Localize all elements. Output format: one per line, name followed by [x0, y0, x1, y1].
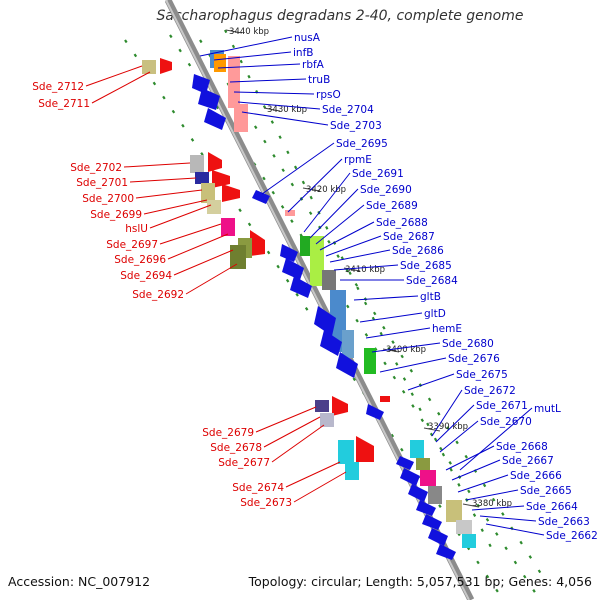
gene-label: Sde_2677	[218, 457, 270, 469]
gene-label: Sde_2712	[32, 81, 84, 93]
gene-label: Sde_2690	[360, 184, 412, 196]
dotted-guide-lines	[124, 29, 546, 600]
gene-label: Sde_2671	[476, 400, 528, 412]
gene-label: Sde_2666	[510, 470, 562, 482]
gene-label: Sde_2687	[383, 231, 435, 243]
gene-label: rpsO	[316, 89, 341, 101]
gene-label: Sde_2676	[448, 353, 500, 365]
gene-label: Sde_2662	[546, 530, 598, 542]
gene-label: truB	[308, 74, 330, 86]
gene-label: Sde_2679	[202, 427, 254, 439]
gene-label: Sde_2668	[496, 441, 548, 453]
gene-label: Sde_2700	[82, 193, 134, 205]
gene-label: Sde_2704	[322, 104, 374, 116]
gene-label: Sde_2688	[376, 217, 428, 229]
reverse-strand-genes	[142, 58, 374, 480]
gene-label: hemE	[432, 323, 462, 335]
gene-label: Sde_2699	[90, 209, 142, 221]
gene-label: Sde_2686	[392, 245, 444, 257]
gene-label: hslU	[125, 223, 148, 235]
reverse-gene-labels: Sde_2712 Sde_2711 Sde_2702 Sde_2701 Sde_…	[32, 81, 292, 509]
gene-label: Sde_2663	[538, 516, 590, 528]
gene-label: gltB	[420, 291, 441, 303]
gene-label: Sde_2684	[406, 275, 458, 287]
gene-label: Sde_2678	[210, 442, 262, 454]
tick-label: 3400 kbp	[386, 345, 426, 355]
forward-label-connectors	[199, 36, 545, 536]
gene-label: Sde_2674	[232, 482, 284, 494]
forward-strand-genes	[192, 50, 476, 560]
gene-label: infB	[293, 47, 313, 59]
reverse-label-connectors	[85, 65, 347, 503]
gene-label: gltD	[424, 308, 446, 320]
accession-label: Accession: NC_007912	[8, 574, 151, 589]
gene-label: Sde_2685	[400, 260, 452, 272]
gene-label: Sde_2670	[480, 416, 532, 428]
gene-label: mutL	[534, 403, 561, 415]
gene-label: nusA	[294, 32, 321, 44]
tick-label: 3390 kbp	[428, 422, 468, 432]
gene-label: Sde_2689	[366, 200, 418, 212]
gene-label: rpmE	[344, 154, 372, 166]
gene-label: Sde_2711	[38, 98, 90, 110]
gene-label: Sde_2673	[240, 497, 292, 509]
gene-label: rbfA	[302, 59, 325, 71]
tick-marks	[225, 29, 480, 508]
gene-label: Sde_2680	[442, 338, 494, 350]
gene-label: Sde_2675	[456, 369, 508, 381]
gene-label: Sde_2702	[70, 162, 122, 174]
tick-label: 3420 kbp	[306, 185, 346, 195]
gene-label: Sde_2672	[464, 385, 516, 397]
tick-labels: 3440 kbp 3430 kbp 3420 kbp 3410 kbp 3400…	[229, 27, 512, 509]
gene-label: Sde_2696	[114, 254, 166, 266]
map-title: Saccharophagus degradans 2-40, complete …	[156, 8, 524, 24]
tick-label: 3440 kbp	[229, 27, 269, 37]
gene-label: Sde_2664	[526, 501, 578, 513]
tick-label: 3380 kbp	[472, 499, 512, 509]
gene-label: Sde_2691	[352, 168, 404, 180]
gene-label: Sde_2692	[132, 289, 184, 301]
gene-label: Sde_2703	[330, 120, 382, 132]
gene-label: Sde_2694	[120, 270, 172, 282]
gene-label: Sde_2701	[76, 177, 128, 189]
forward-gene-labels: nusA infB rbfA truB rpsO Sde_2704 Sde_27…	[293, 32, 598, 542]
topology-label: Topology: circular; Length: 5,057,531 bp…	[248, 574, 592, 589]
gene-label: Sde_2667	[502, 455, 554, 467]
gene-label: Sde_2695	[336, 138, 388, 150]
gene-label: Sde_2665	[520, 485, 572, 497]
gene-label: Sde_2697	[106, 239, 158, 251]
tick-label: 3410 kbp	[345, 265, 385, 275]
tick-label: 3430 kbp	[267, 105, 307, 115]
